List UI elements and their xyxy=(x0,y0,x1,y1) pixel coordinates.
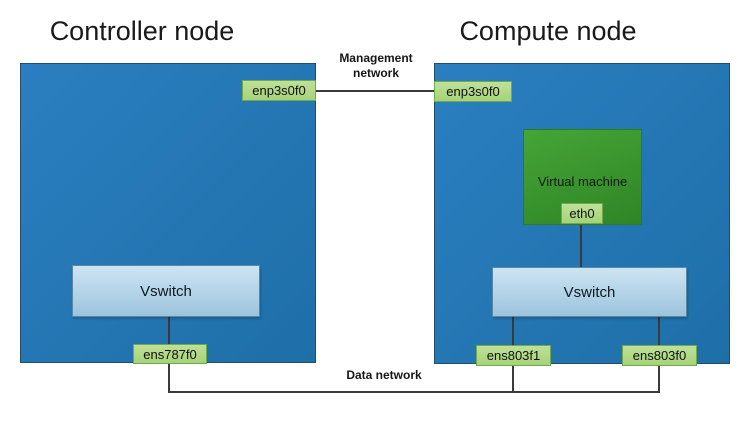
controller-mgmt-nic-label: enp3s0f0 xyxy=(242,80,316,101)
compute-mgmt-nic-label: enp3s0f0 xyxy=(434,81,512,102)
compute-data-nic-left-label: ens803f1 xyxy=(476,345,551,366)
controller-vswitch-box: Vswitch xyxy=(72,265,260,317)
data-network-label: Data network xyxy=(346,368,422,382)
compute-nic-left-to-data-line xyxy=(512,365,514,393)
controller-nic-to-data-line xyxy=(168,363,170,393)
eth0-to-vswitch-line xyxy=(580,224,582,267)
management-network-label: Management network xyxy=(339,51,413,80)
controller-vswitch-label: Vswitch xyxy=(140,282,192,300)
virtual-machine-label: Virtual machine xyxy=(537,174,628,189)
compute-vswitch-label: Vswitch xyxy=(563,283,616,301)
compute-node-title: Compute node xyxy=(459,16,637,46)
compute-nic-right-to-data-line xyxy=(658,365,660,393)
data-network-line xyxy=(168,391,660,393)
vm-eth0-nic-label: eth0 xyxy=(561,203,603,224)
controller-data-nic-label: ens787f0 xyxy=(133,344,207,364)
compute-vswitch-box: Vswitch xyxy=(492,267,687,317)
compute-vswitch-to-nic-left-line xyxy=(512,317,514,346)
controller-vswitch-to-nic-line xyxy=(168,317,170,345)
management-network-line xyxy=(316,90,434,92)
controller-node-title: Controller node xyxy=(49,16,235,46)
virtual-machine-box: Virtual machine xyxy=(523,129,642,225)
compute-data-nic-right-label: ens803f0 xyxy=(622,345,697,366)
compute-vswitch-to-nic-right-line xyxy=(658,317,660,346)
